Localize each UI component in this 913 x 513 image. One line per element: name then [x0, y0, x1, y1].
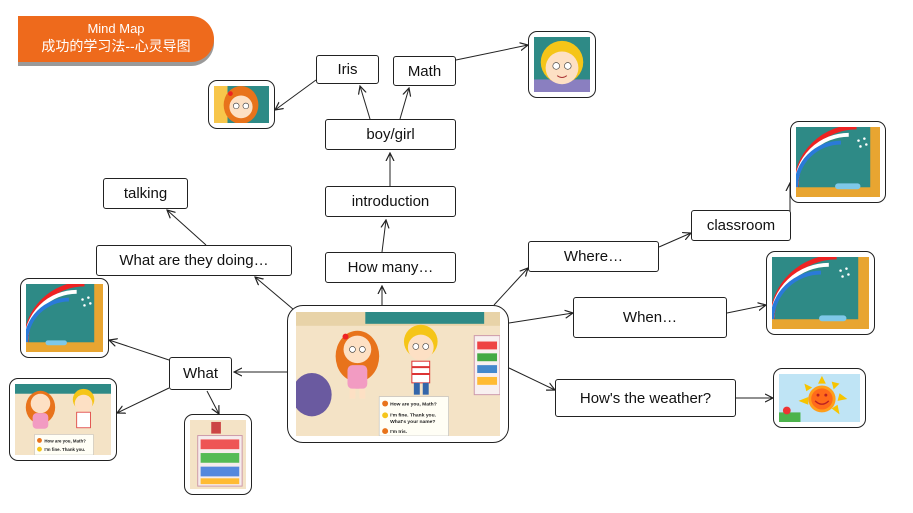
- blackboard-rainbow-icon: [26, 284, 103, 352]
- edge-boygirl-iris: [360, 86, 371, 120]
- girl-iris-icon: [335, 330, 380, 399]
- node-classroom[interactable]: classroom: [691, 210, 791, 241]
- picture-weather-sun: [773, 368, 866, 428]
- edge-what-kids: [117, 387, 170, 413]
- edge-center-where: [493, 268, 528, 306]
- banner-title: Mind Map: [87, 21, 145, 36]
- kids-dialog-line-2: I'm fine. Thank you.: [44, 447, 85, 452]
- dialog-line-2: I'm fine. Thank you.: [390, 412, 437, 418]
- edge-howmany-introduction: [382, 220, 386, 253]
- node-where[interactable]: Where…: [528, 241, 659, 272]
- sun-icon: [779, 374, 860, 422]
- node-boy-girl[interactable]: boy/girl: [325, 119, 456, 150]
- edge-center-when: [508, 313, 573, 324]
- blackboard-rainbow-icon: [772, 257, 869, 329]
- dialog-line-3: What's your name?: [390, 419, 435, 425]
- picture-iris: [208, 80, 275, 129]
- node-what-are-they-doing[interactable]: What are they doing…: [96, 245, 292, 276]
- center-classroom-picture: How are you, Math? I'm fine. Thank you. …: [287, 305, 509, 443]
- node-weather[interactable]: How's the weather?: [555, 379, 736, 417]
- edge-boygirl-math: [399, 88, 409, 120]
- node-talking[interactable]: talking: [103, 178, 188, 209]
- edge-whatdoing-talking: [167, 210, 207, 246]
- node-iris[interactable]: Iris: [316, 55, 379, 84]
- edge-iris-pic: [275, 79, 317, 110]
- classroom-scene: How are you, Math? I'm fine. Thank you. …: [296, 312, 500, 436]
- picture-when-blackboard: [766, 251, 875, 335]
- boy-math-icon: [403, 324, 438, 395]
- picture-math: [528, 31, 596, 98]
- dialog-line-4: I'm Iris.: [390, 429, 408, 435]
- picture-what-blackboard: [20, 278, 109, 358]
- banner-subtitle: 成功的学习法--心灵导图: [41, 38, 191, 54]
- picture-bookshelf: [184, 414, 252, 495]
- edge-when-board: [726, 305, 766, 314]
- node-when[interactable]: When…: [573, 297, 727, 338]
- node-introduction[interactable]: introduction: [325, 186, 456, 217]
- edge-math-pic: [455, 45, 528, 61]
- dialog-box: How are you, Math? I'm fine. Thank you. …: [378, 396, 449, 436]
- edge-where-classroom: [658, 233, 691, 248]
- edge-what-shelf: [206, 390, 219, 414]
- node-what[interactable]: What: [169, 357, 232, 390]
- node-how-many[interactable]: How many…: [325, 252, 456, 283]
- mind-map-banner: Mind Map 成功的学习法--心灵导图: [18, 16, 214, 62]
- edge-what-board: [109, 340, 170, 361]
- blackboard-rainbow-icon: [796, 127, 880, 197]
- picture-classroom-blackboard: [790, 121, 886, 203]
- girl-iris-icon: [214, 86, 269, 123]
- bookshelf-icon: [190, 420, 246, 489]
- dialog-line-1: How are you, Math?: [390, 402, 437, 408]
- boy-math-icon: [534, 37, 590, 92]
- edge-center-weather: [508, 367, 555, 390]
- picture-what-kids: How are you, Math? I'm fine. Thank you.: [9, 378, 117, 461]
- kids-dialog-line-1: How are you, Math?: [44, 438, 86, 443]
- kids-talking-scene: How are you, Math? I'm fine. Thank you.: [15, 384, 111, 455]
- node-math[interactable]: Math: [393, 56, 456, 86]
